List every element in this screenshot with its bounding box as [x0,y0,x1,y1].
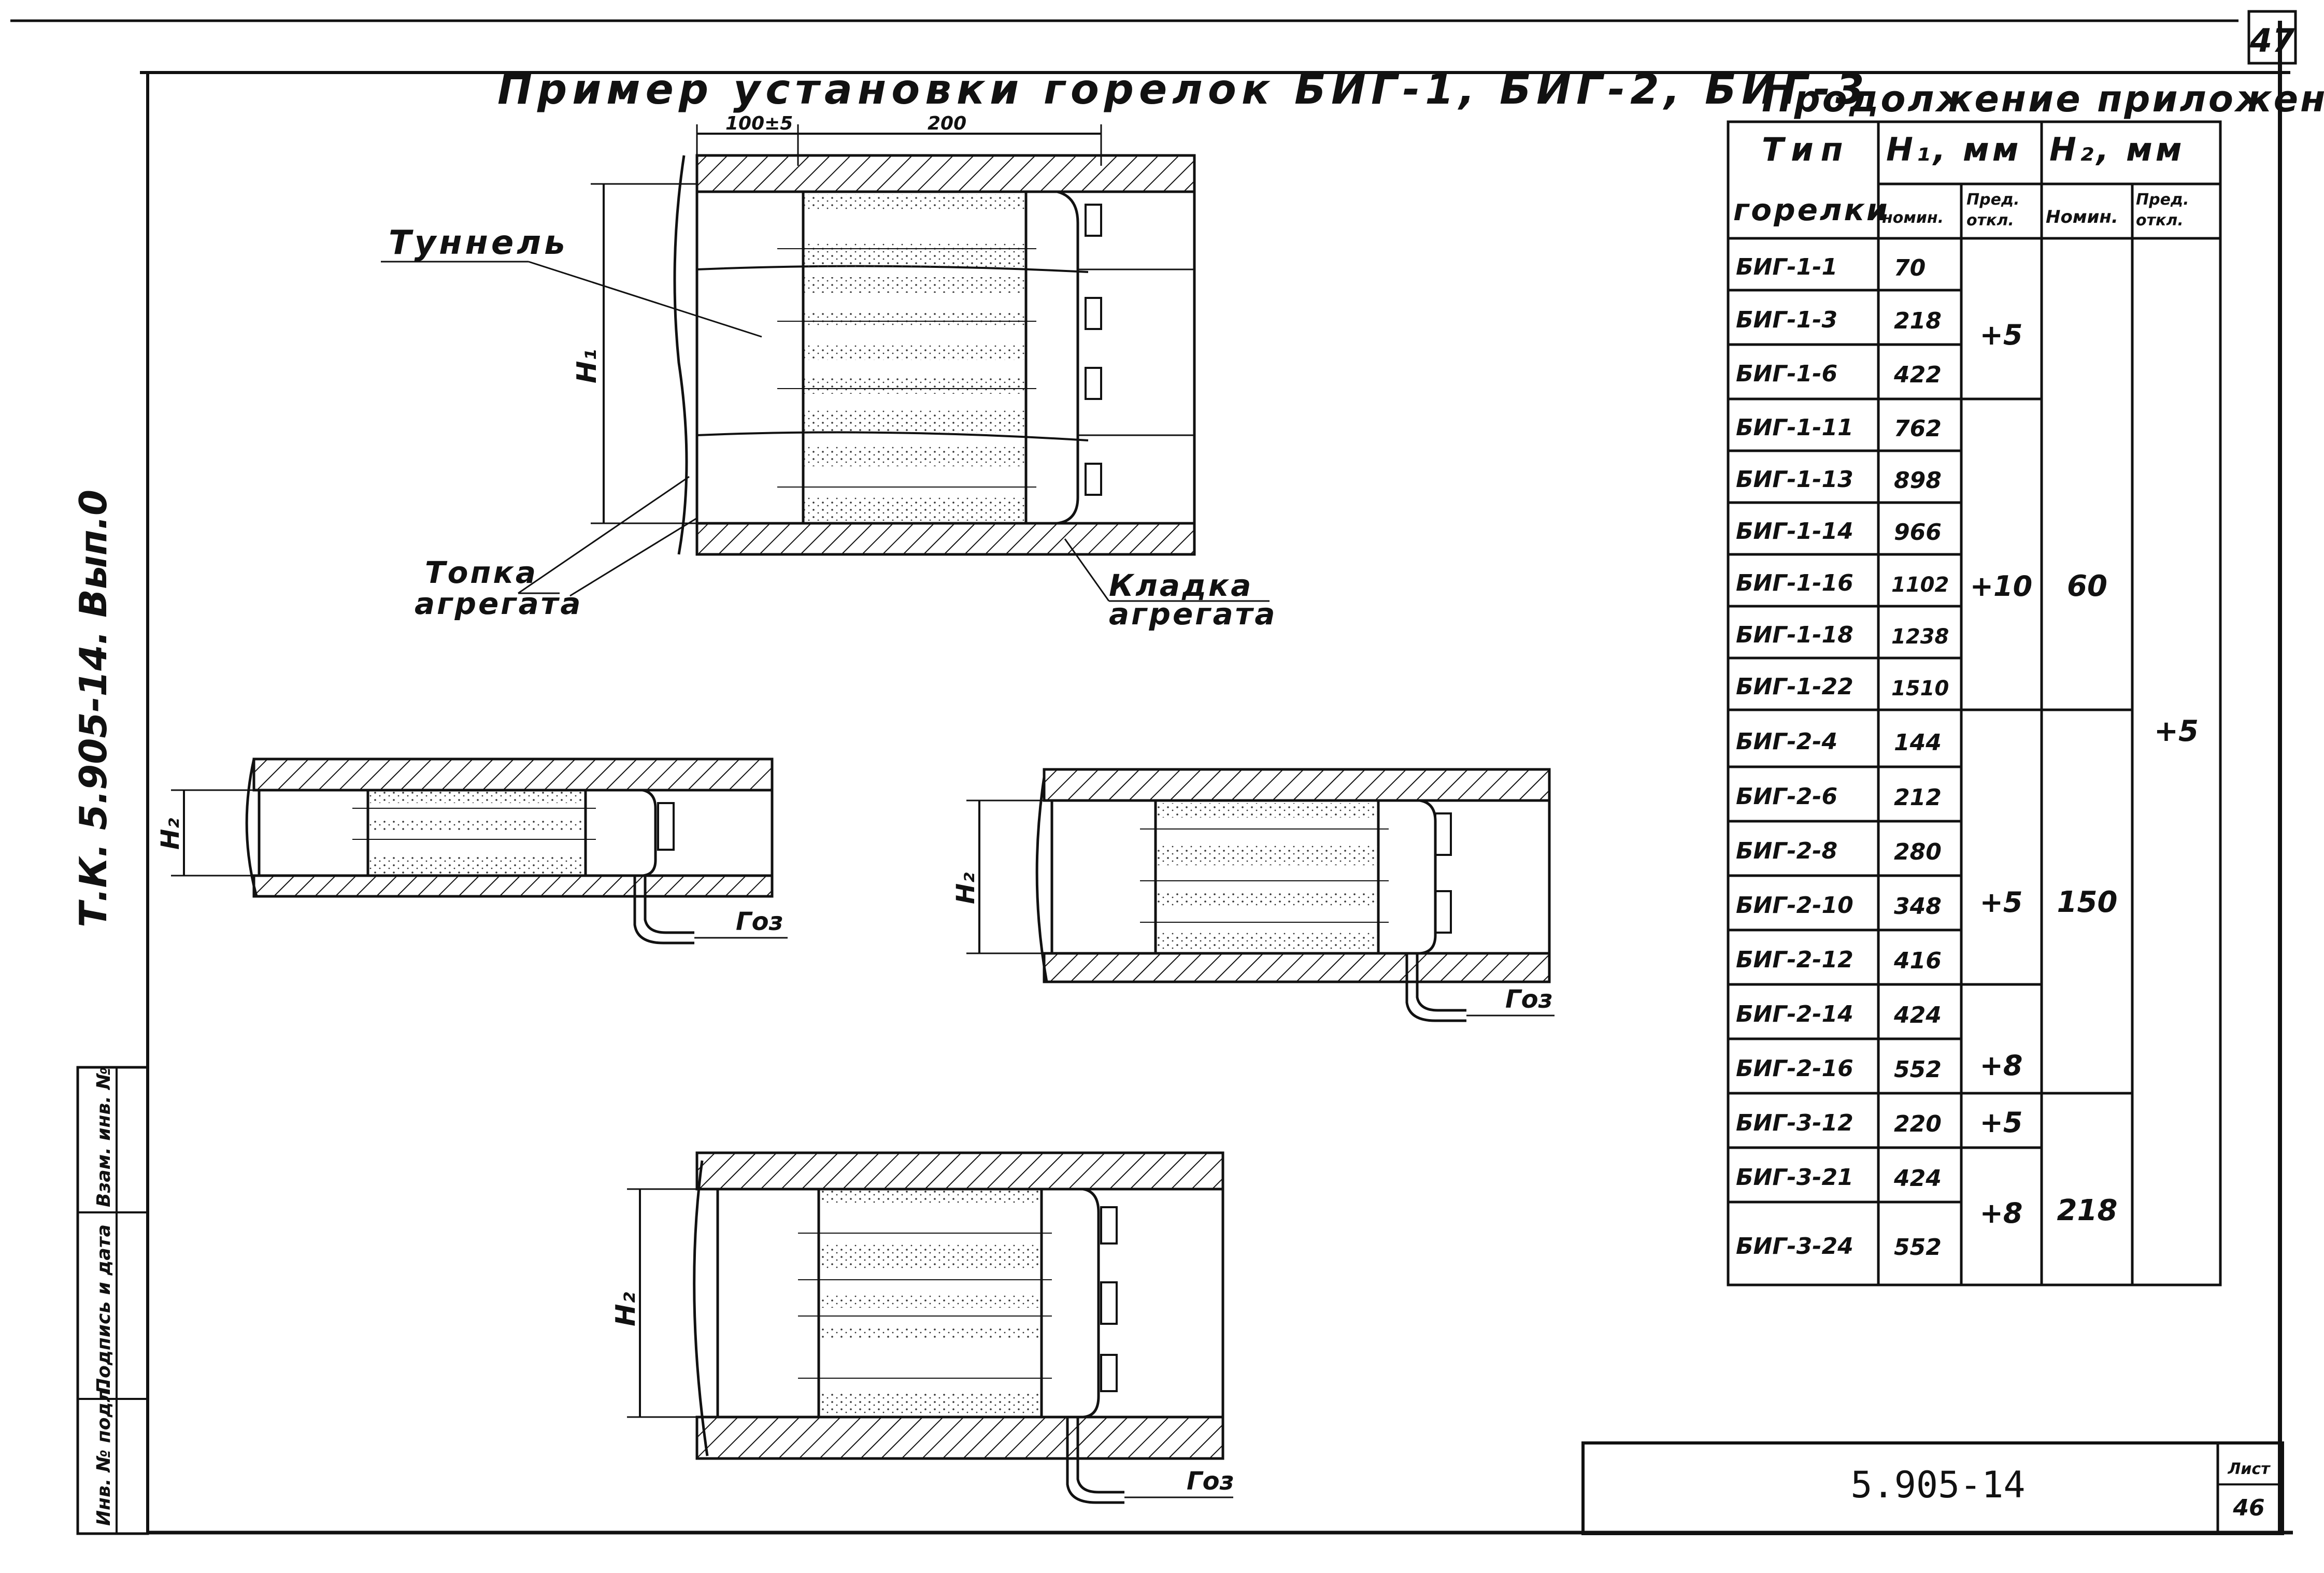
hdr-nom-2: Номин. [2046,207,2118,227]
side-stamp: Инв. № подл. Подпись и дата Взам. инв. № [76,1066,149,1535]
bottom-burner-drawing [627,1151,1233,1504]
nom-h2-group-2: 150 [2057,885,2118,919]
table-row-h1: 1102 [1891,573,1949,597]
stamp-replaces-inv: Взам. инв. № [93,1067,115,1207]
table-row-type: БИГ-1-14 [1736,518,1854,545]
mid-left-burner-drawing [171,757,788,945]
dim-h2-c: H₂ [610,1292,641,1326]
tol-h1-group-6: +8 [1980,1197,2023,1229]
table-row-type: БИГ-1-1 [1736,254,1837,280]
table-row-h1: 422 [1893,362,1942,388]
vertical-code: Т.К. 5.905-14. Вып.0 [72,490,115,927]
title-block [1581,1441,2284,1535]
tol-h1-group-3: +5 [1980,886,2023,919]
table-row-type: БИГ-2-16 [1736,1055,1854,1082]
dim-offset: 100±5 [725,113,793,134]
tol-h1-group-1: +5 [1980,319,2023,351]
tol-h1-group-5: +5 [1980,1106,2023,1139]
table-row-h1: 424 [1893,1165,1942,1192]
title-block-sheet-label: Лист [2227,1460,2271,1478]
table-row-type: БИГ-1-3 [1736,307,1837,333]
tol-h1-group-4: +8 [1980,1049,2023,1082]
table-row-h1: 1510 [1891,677,1949,700]
table-rows: БИГ-1-1 70 БИГ-1-3 218 БИГ-1-6 422 БИГ-1… [1736,254,1949,1261]
table-row-type: БИГ-3-21 [1736,1164,1854,1191]
hdr-tol-2a: Пред. [2136,191,2189,209]
drawing-title: Пример установки горелок БИГ-1, БИГ-2, Б… [497,65,1870,113]
table-row-type: БИГ-2-14 [1736,1001,1854,1027]
table-row-h1: 424 [1893,1002,1942,1028]
table-row-type: БИГ-2-6 [1736,783,1837,810]
tol-h2: +5 [2154,714,2199,748]
table-row-h1: 212 [1894,784,1942,811]
hdr-type-1: Тип [1762,131,1850,168]
dim-h2-b: H₂ [951,873,980,904]
title-block-code: 5.905-14 [1850,1464,2025,1506]
table-row-type: БИГ-3-24 [1736,1233,1854,1260]
stamp-signature-date: Подпись и дата [93,1224,115,1394]
table-row-h1: 552 [1894,1056,1942,1083]
label-gas-b: Гоз [1505,985,1552,1014]
table-row-type: БИГ-1-18 [1736,622,1854,648]
table-row-type: БИГ-2-4 [1736,728,1837,755]
table-row-h1: 416 [1893,948,1942,974]
title-block-sheet-no: 46 [2232,1495,2264,1521]
hdr-tol-1a: Пред. [1966,191,2020,209]
nom-h2-group-3: 218 [2057,1194,2118,1227]
table-row-type: БИГ-1-11 [1736,414,1854,441]
table-row-h1: 762 [1894,416,1942,442]
table-row-h1: 1238 [1891,625,1949,649]
hdr-tol-2b: откл. [2136,211,2184,230]
nom-h2-group-1: 60 [2067,569,2107,603]
top-burner-drawing [381,124,1270,602]
table-row-h1: 220 [1894,1111,1942,1137]
table-row-h1: 70 [1894,255,1926,281]
table-row-type: БИГ-2-10 [1736,892,1854,919]
table-row-h1: 218 [1894,308,1942,334]
table-row-h1: 348 [1894,893,1942,920]
dim-length: 200 [928,113,966,134]
table-row-h1: 966 [1894,519,1942,546]
label-furnace-2: агрегата [415,586,583,621]
table-row-type: БИГ-1-6 [1736,361,1837,387]
table-row-type: БИГ-2-8 [1736,838,1837,864]
dim-h2-a: H₂ [156,818,185,850]
table-title: Продолжение приложения 21 [1762,78,2324,120]
tol-h1-group-2: +10 [1970,570,2032,603]
table-row-type: БИГ-1-16 [1736,570,1854,596]
table-row-h1: 280 [1894,839,1942,865]
label-masonry-1: Кладка [1109,568,1253,603]
label-gas-c: Гоз [1187,1467,1234,1496]
table-row-h1: 898 [1894,467,1942,494]
table-row-h1: 552 [1894,1234,1942,1261]
label-tunnel: Туннель [389,224,568,262]
hdr-tol-1b: откл. [1966,211,2014,230]
hdr-h1: H₁, мм [1886,131,2022,168]
label-masonry-2: агрегата [1109,596,1277,632]
dim-h1: H₁ [572,349,603,383]
label-furnace-1: Топка [425,555,538,590]
table-row-type: БИГ-2-12 [1736,947,1854,973]
data-table [1727,120,2222,1286]
page-number: 47 [2249,22,2295,60]
table-row-type: БИГ-1-13 [1736,466,1854,493]
hdr-nom-1: номин. [1882,209,1944,227]
label-gas-a: Гоз [736,907,783,936]
hdr-h2: H₂, мм [2049,131,2185,168]
table-row-type: БИГ-3-12 [1736,1110,1854,1136]
table-row-h1: 144 [1894,730,1942,756]
stamp-inv-no: Инв. № подл. [93,1381,115,1526]
hdr-type-2: горелки [1733,192,1890,227]
mid-right-burner-drawing [966,768,1555,1022]
table-row-type: БИГ-1-22 [1736,674,1854,700]
